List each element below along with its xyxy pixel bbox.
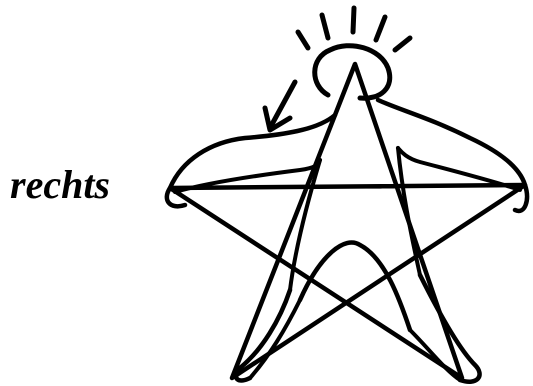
pentagram-star — [170, 64, 525, 378]
body-outline — [167, 100, 527, 382]
ray-3 — [353, 8, 354, 32]
arrow-icon — [265, 82, 295, 130]
ray-4 — [376, 17, 385, 40]
ray-2 — [322, 15, 328, 38]
ray-5 — [395, 38, 410, 50]
ray-1 — [298, 32, 308, 48]
